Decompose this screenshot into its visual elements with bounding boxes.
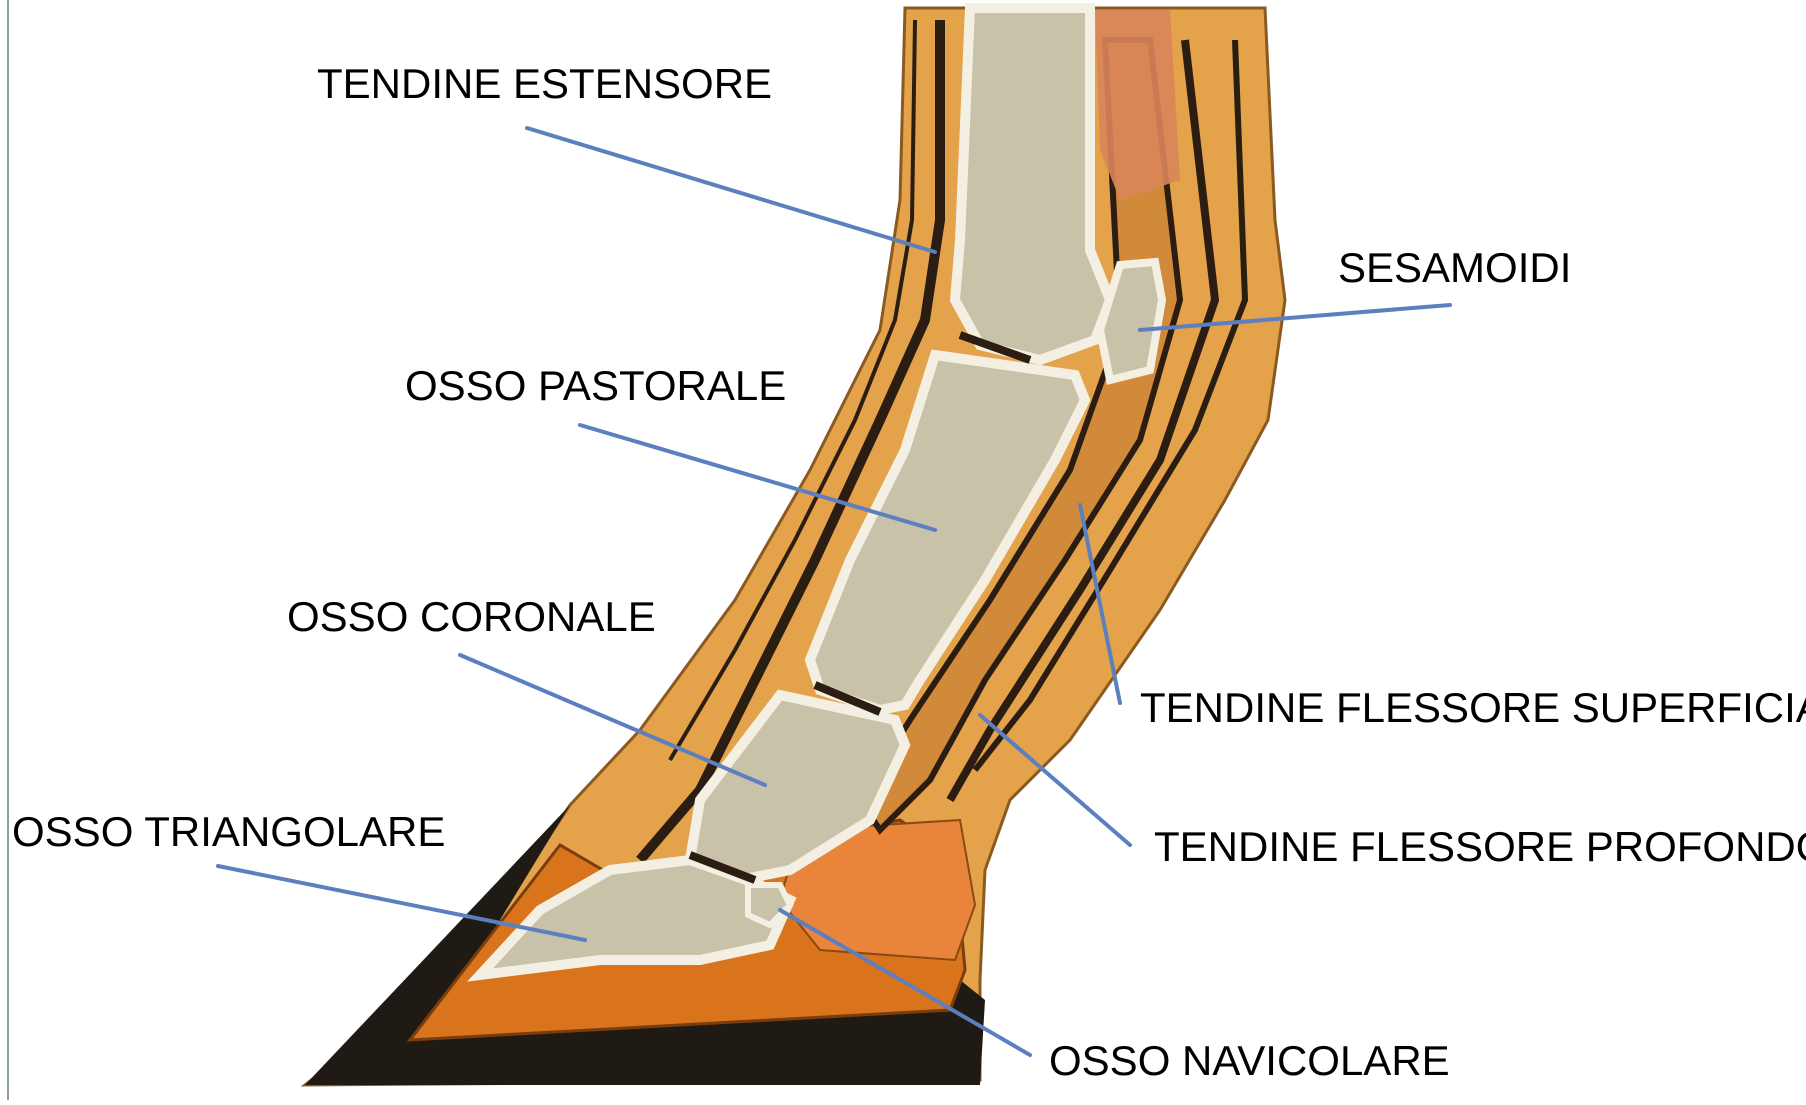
leader-estensore — [527, 128, 935, 252]
label-osso-pastorale: OSSO PASTORALE — [405, 365, 786, 407]
cannon-bone — [955, 8, 1110, 360]
label-sesamoidi: SESAMOIDI — [1338, 247, 1571, 289]
label-tendine-flessore-superficiale: TENDINE FLESSORE SUPERFICIALE — [1140, 687, 1806, 729]
label-tendine-estensore: TENDINE ESTENSORE — [317, 63, 772, 105]
label-osso-navicolare: OSSO NAVICOLARE — [1049, 1040, 1450, 1082]
label-tendine-flessore-profondo: TENDINE FLESSORE PROFONDO — [1154, 826, 1806, 868]
label-osso-coronale: OSSO CORONALE — [287, 596, 656, 638]
label-osso-triangolare: OSSO TRIANGOLARE — [12, 811, 445, 853]
